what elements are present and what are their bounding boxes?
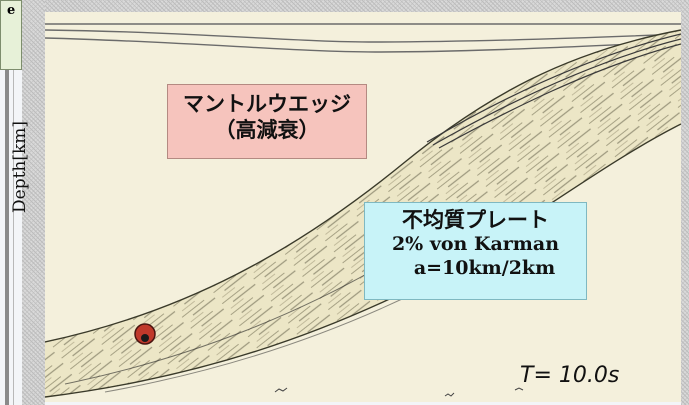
legend-fragment-text: e bbox=[7, 3, 16, 18]
simulation-plot: 100 200 300 マントルウエッジ （高減衰） 不均質プレート 2% vo… bbox=[45, 12, 681, 402]
mantle-wedge-label: マントルウエッジ （高減衰） bbox=[167, 84, 367, 159]
legend-fragment: e bbox=[0, 0, 22, 70]
hatched-border-top bbox=[0, 0, 689, 12]
mantle-wedge-subtitle: （高減衰） bbox=[214, 118, 320, 143]
mantle-wedge-title: マントルウエッジ bbox=[183, 92, 351, 116]
surface-layer-lower bbox=[45, 37, 681, 53]
heterogeneous-plate-label: 不均質プレート 2% von Karman a=10km/2km bbox=[364, 202, 587, 300]
slab-top-boundary bbox=[45, 29, 681, 343]
surface-noise-2 bbox=[444, 392, 455, 397]
subducting-slab bbox=[45, 30, 681, 397]
plate-correlation-length: a=10km/2km bbox=[413, 257, 556, 279]
divider-line bbox=[13, 70, 14, 405]
crust-layer-2 bbox=[432, 38, 681, 146]
surface-layer-mid bbox=[45, 29, 681, 43]
divider-bar bbox=[5, 70, 9, 405]
crust-layer-1 bbox=[426, 33, 681, 143]
crust-layer-3 bbox=[438, 43, 681, 149]
source-marker-core bbox=[141, 334, 149, 342]
surface-noise-1 bbox=[274, 387, 288, 393]
hatched-border-right bbox=[681, 0, 689, 405]
y-axis-label: Depth[km] bbox=[10, 120, 30, 213]
surface-noise-3 bbox=[514, 387, 524, 391]
hatched-border-left bbox=[22, 0, 45, 405]
plate-title: 不均質プレート bbox=[402, 208, 549, 232]
plate-spectrum: 2% von Karman bbox=[391, 233, 560, 256]
time-readout: T= 10.0s bbox=[520, 363, 620, 388]
